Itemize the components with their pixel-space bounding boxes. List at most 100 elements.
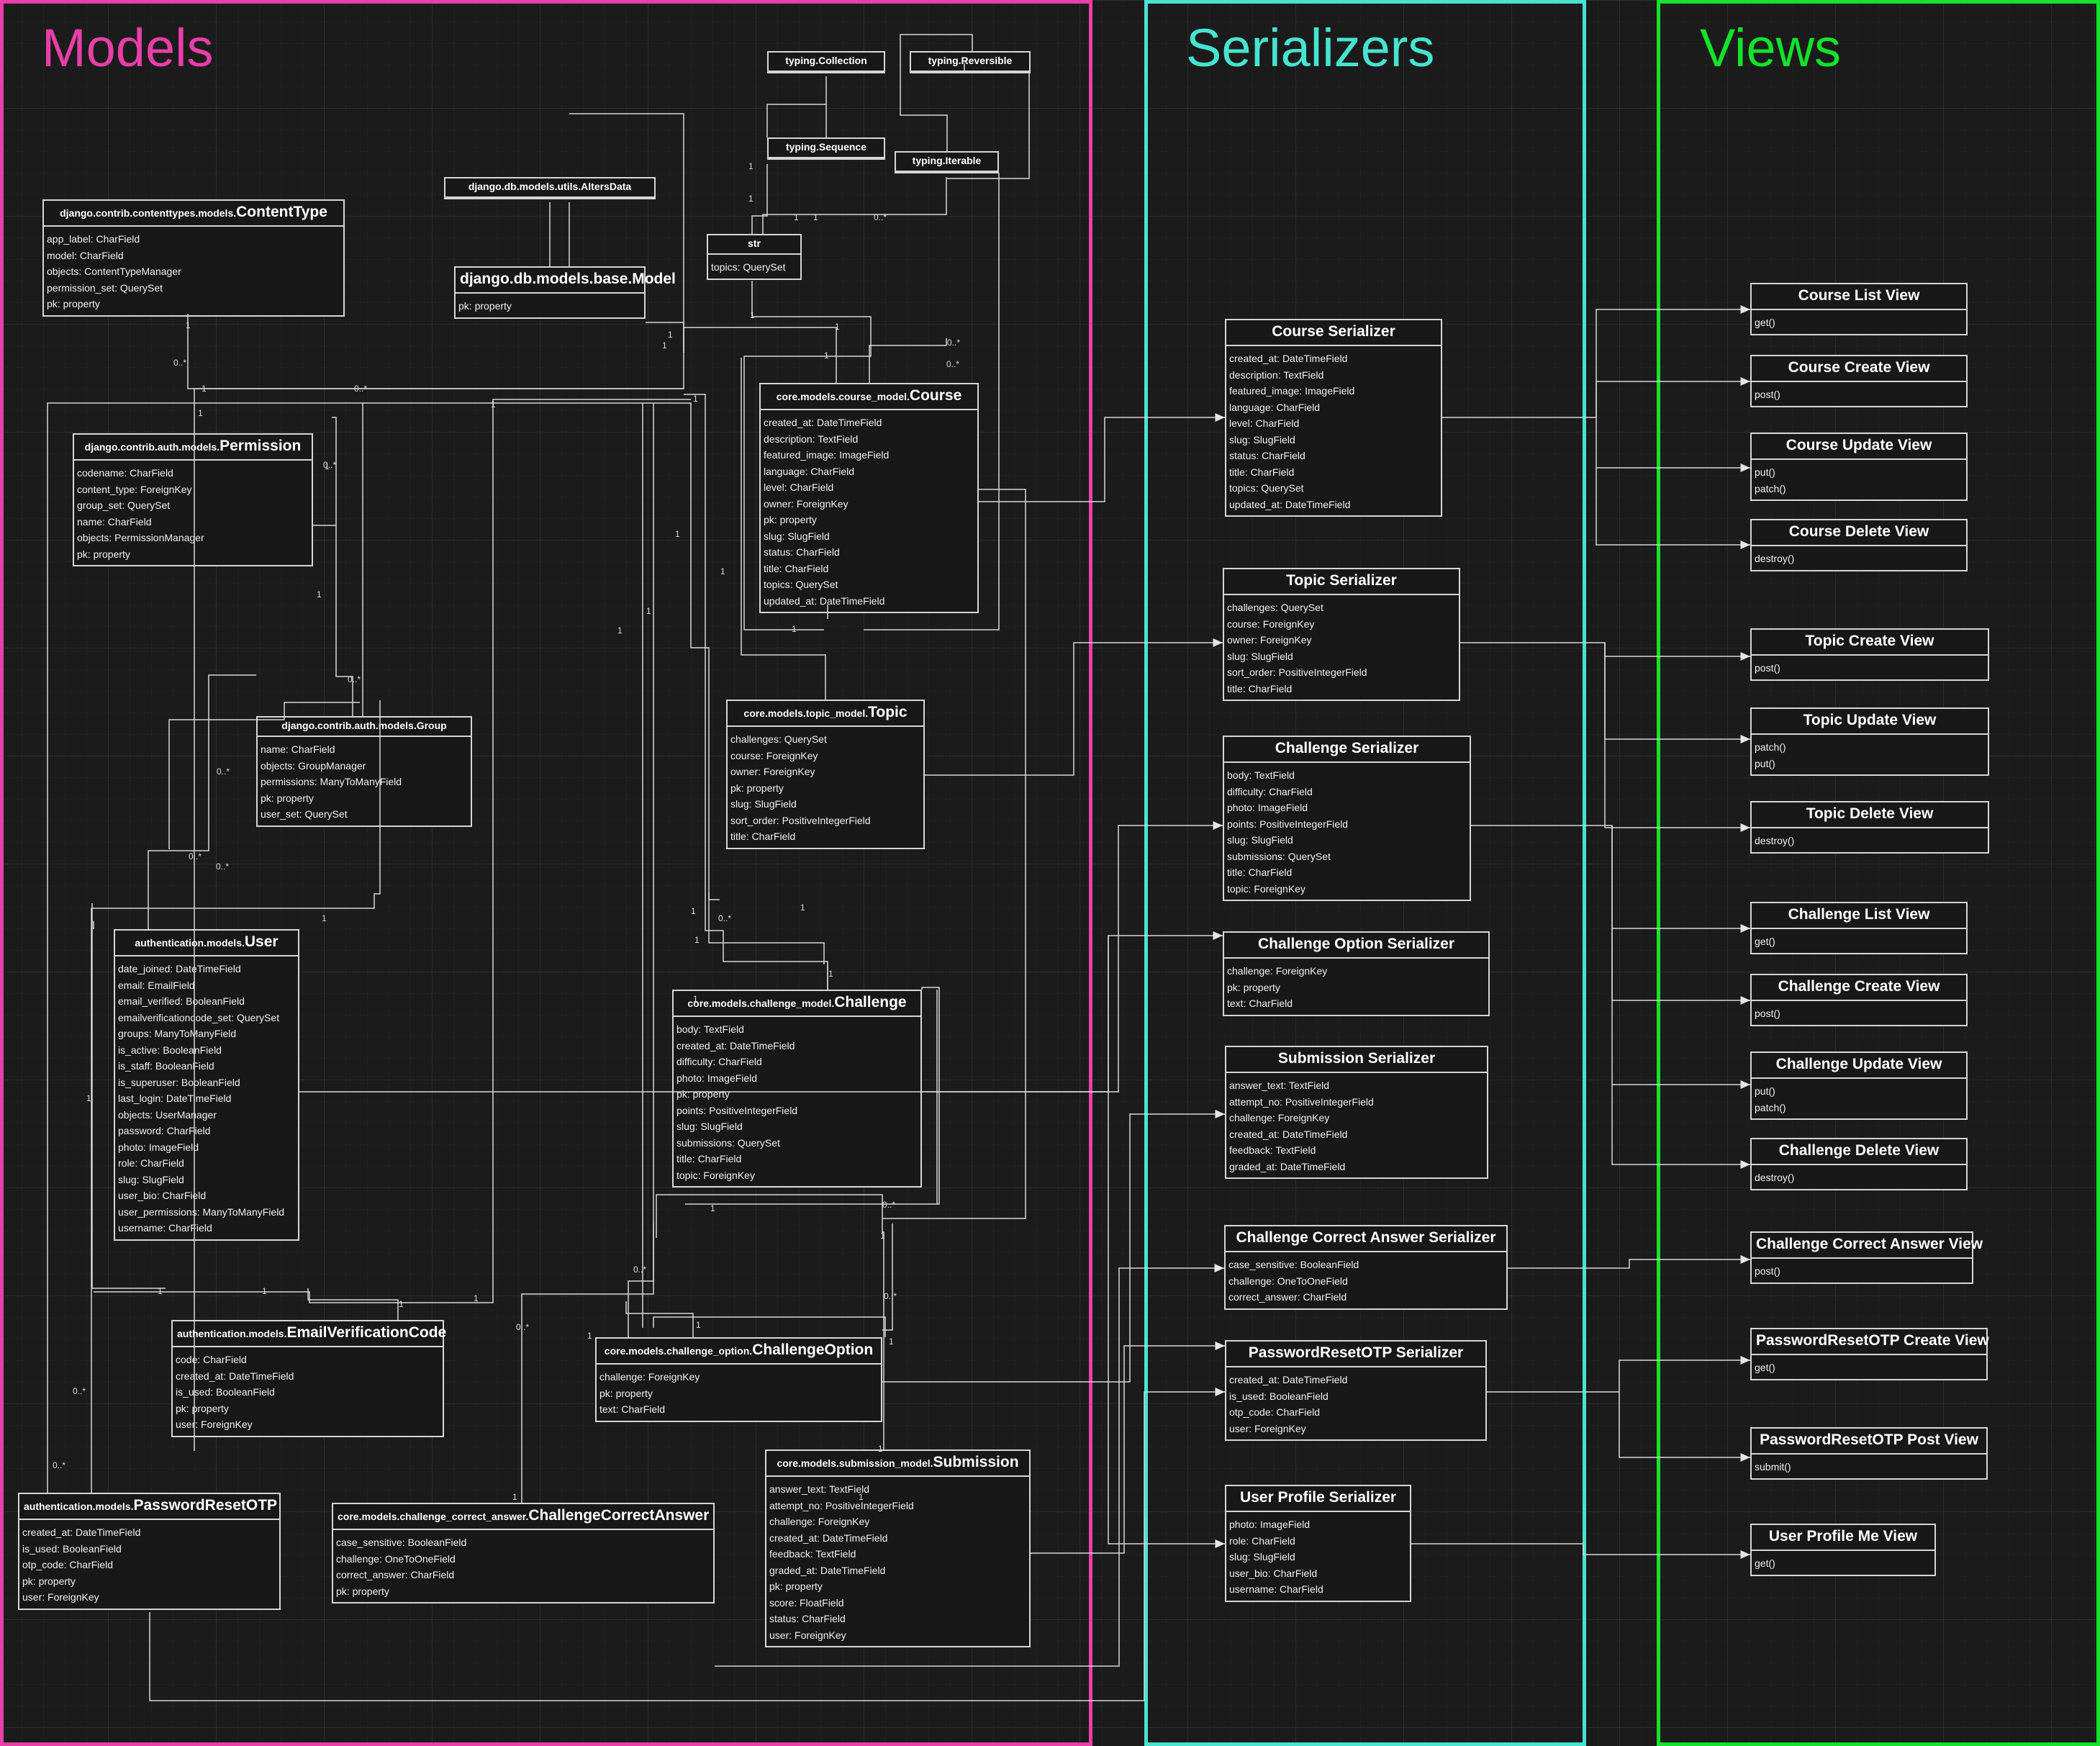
sequence-class-box[interactable]: typing.Sequence <box>767 137 885 160</box>
class-field: status: CharField <box>769 1613 846 1624</box>
class-field: slug: SlugField <box>1227 650 1293 662</box>
class-field: email: EmailField <box>118 979 195 991</box>
challenge-create-view-class-box[interactable]: Challenge Create View post() <box>1750 974 1968 1026</box>
class-field: slug: SlugField <box>730 798 797 810</box>
class-field: password: CharField <box>118 1125 211 1136</box>
multiplicity-label: 1 <box>794 212 799 222</box>
class-field: username: CharField <box>118 1222 212 1234</box>
multiplicity-label: 1 <box>748 194 753 204</box>
class-field: pk: property <box>599 1387 653 1399</box>
multiplicity-label: 0..* <box>633 1265 647 1275</box>
challenge-correct-answer-class-box[interactable]: core.models.challenge_correct_answer.Cha… <box>332 1503 715 1603</box>
class-field: title: CharField <box>1227 867 1293 878</box>
challenge-option-class-box[interactable]: core.models.challenge_option.ChallengeOp… <box>595 1337 882 1422</box>
class-field: graded_at: DateTimeField <box>769 1564 886 1576</box>
class-header: Topic Delete View <box>1752 802 1988 828</box>
class-field: created_at: DateTimeField <box>176 1370 294 1382</box>
class-name: typing.Sequence <box>785 141 867 153</box>
multiplicity-label: 0..* <box>884 1291 897 1301</box>
multiplicity-label: 0..* <box>189 851 202 861</box>
class-field: topic: ForeignKey <box>676 1169 755 1181</box>
class-field: post() <box>1755 1008 1780 1019</box>
class-field: title: CharField <box>1229 466 1295 478</box>
class-field: feedback: TextField <box>1229 1144 1316 1156</box>
multiplicity-label: 1 <box>720 566 725 576</box>
class-module-path: core.models.topic_model. <box>743 707 869 719</box>
class-field: post() <box>1755 389 1780 400</box>
class-field: patch() <box>1755 1101 1786 1113</box>
class-header: Course Serializer <box>1226 320 1441 346</box>
class-header: PasswordResetOTP Post View <box>1752 1429 1986 1455</box>
class-field: post() <box>1755 662 1780 674</box>
class-name: typing.Reversible <box>928 55 1013 66</box>
course-create-view-class-box[interactable]: Course Create View post() <box>1750 355 1968 407</box>
class-name: Course List View <box>1798 287 1920 304</box>
content-type-class-box[interactable]: django.contrib.contenttypes.models.Conte… <box>42 199 345 317</box>
multiplicity-label: 1 <box>694 935 700 945</box>
class-field: feedback: TextField <box>769 1548 856 1560</box>
class-header: django.db.models.utils.AltersData <box>445 178 654 198</box>
multiplicity-label: 0..* <box>874 212 887 222</box>
class-field: user_permissions: ManyToManyField <box>118 1206 285 1218</box>
class-field: group_set: QuerySet <box>77 499 171 511</box>
class-field: destroy() <box>1755 553 1795 564</box>
class-field: topics: QuerySet <box>711 261 786 273</box>
collection-class-box[interactable]: typing.Collection <box>767 51 885 73</box>
class-field: put() <box>1755 466 1775 478</box>
class-field: groups: ManyToManyField <box>118 1028 237 1039</box>
multiplicity-label: 1 <box>813 212 818 222</box>
class-field: patch() <box>1755 482 1786 494</box>
multiplicity-label: 0..* <box>323 460 337 470</box>
email-verification-code-class-box[interactable]: authentication.models.EmailVerificationC… <box>171 1320 446 1437</box>
multiplicity-label: 1 <box>691 906 696 916</box>
reversible-class-box[interactable]: typing.Reversible <box>910 51 1031 73</box>
iterable-class-box[interactable]: typing.Iterable <box>895 151 999 173</box>
multiplicity-label: 1 <box>317 589 322 600</box>
class-field: status: CharField <box>764 546 840 558</box>
class-header: Challenge Create View <box>1752 975 1966 1001</box>
class-name: Course Serializer <box>1272 323 1395 340</box>
class-field: owner: ForeignKey <box>1227 634 1312 646</box>
alters-data-class-box[interactable]: django.db.models.utils.AltersData <box>444 177 656 199</box>
class-name: Course Create View <box>1788 359 1930 376</box>
class-module-path: authentication.models. <box>177 1328 287 1339</box>
class-field: is_superuser: BooleanField <box>118 1076 240 1088</box>
class-field: description: TextField <box>1229 368 1324 381</box>
class-field: case_sensitive: BooleanField <box>1228 1259 1359 1270</box>
class-header: User Profile Me View <box>1752 1525 1934 1551</box>
